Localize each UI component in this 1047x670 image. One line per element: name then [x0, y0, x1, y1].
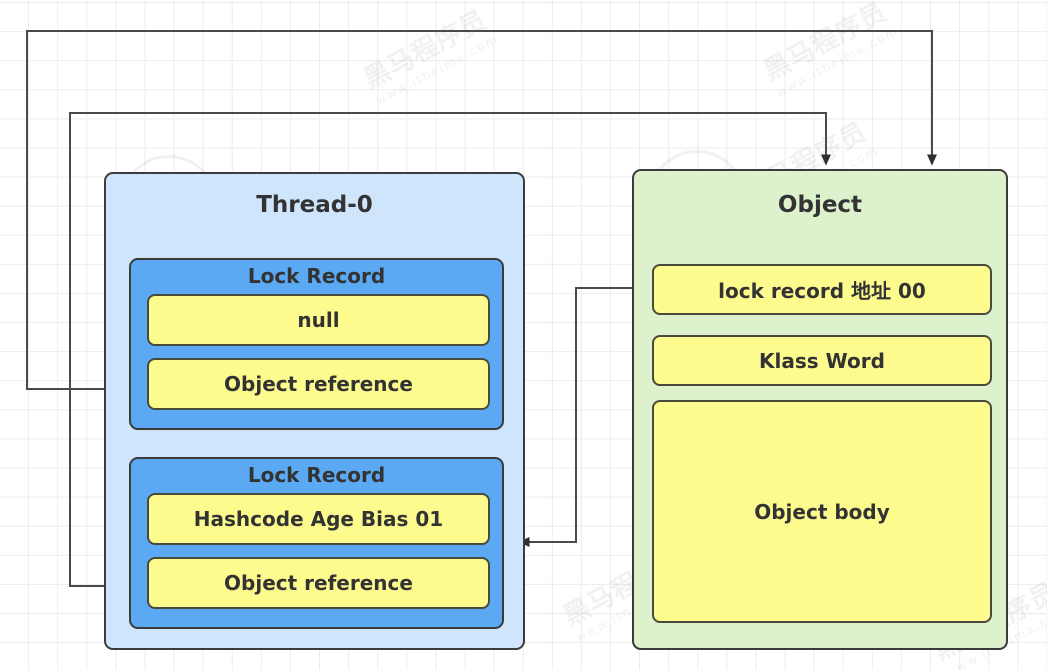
lock-record-1[interactable]: Lock Record null Object reference [129, 258, 504, 430]
object-field-object-body[interactable]: Object body [652, 400, 992, 623]
watermark-text: 黑马程序员 www.itheima.com [758, 0, 901, 101]
lock-record-1-field-object-reference[interactable]: Object reference [147, 358, 490, 410]
watermark-text: 黑马程序员 www.itheima.com [358, 5, 501, 109]
lock-record-2[interactable]: Lock Record Hashcode Age Bias 01 Object … [129, 457, 504, 629]
connector-lockrecord-address-to-lockrecord2 [518, 287, 650, 547]
thread-panel: Thread-0 Lock Record null Object referen… [104, 172, 525, 650]
lock-record-2-field-object-reference[interactable]: Object reference [147, 557, 490, 609]
object-field-mark-word[interactable]: lock record 地址 00 [652, 264, 992, 315]
lock-record-2-title: Lock Record [247, 463, 386, 487]
lock-record-1-field-null[interactable]: null [147, 294, 490, 346]
lock-record-1-title: Lock Record [247, 264, 386, 288]
thread-panel-title: Thread-0 [256, 192, 373, 218]
object-field-klass-word[interactable]: Klass Word [652, 335, 992, 386]
object-panel: Object lock record 地址 00 Klass Word Obje… [632, 169, 1008, 650]
object-panel-title: Object [777, 192, 863, 218]
lock-record-2-field-mark-word[interactable]: Hashcode Age Bias 01 [147, 493, 490, 545]
